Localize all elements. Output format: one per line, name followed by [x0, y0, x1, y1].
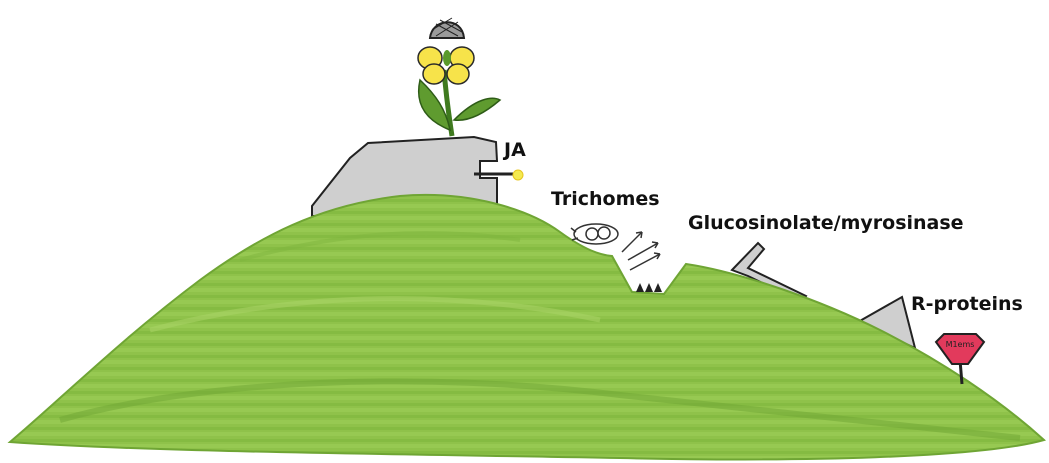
ja-spark-icon: [513, 170, 523, 180]
label-glucosinolate: Glucosinolate/myrosinase: [688, 214, 964, 233]
label-ja: JA: [504, 141, 526, 160]
thorn-spikes: [636, 283, 662, 292]
flower: [418, 18, 500, 136]
trichome-arrows: [622, 232, 660, 270]
label-r-proteins: R-proteins: [911, 295, 1023, 314]
trichome-creature-icon: [571, 224, 618, 244]
label-trichomes: Trichomes: [551, 190, 660, 209]
stop-sign-text: M1ems: [946, 340, 975, 349]
